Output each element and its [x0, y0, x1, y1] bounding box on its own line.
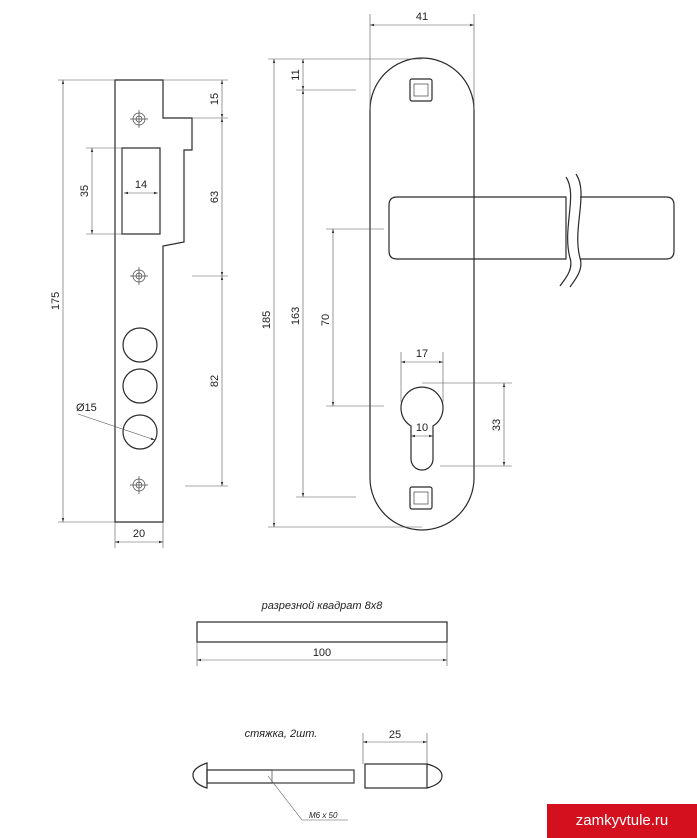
- screw-shaft: [206, 769, 355, 784]
- dim-strike-20: 20: [133, 528, 145, 540]
- bolt-hole-1: [122, 327, 158, 363]
- dim-handle-163: 163: [290, 307, 302, 325]
- square-hole-bottom: [409, 486, 433, 510]
- dim-handle-10: 10: [416, 422, 428, 434]
- screw-hole-middle: [130, 267, 148, 285]
- screw-hole-bottom: [130, 476, 148, 494]
- dim-strike-diameter: Ø15: [76, 402, 97, 414]
- dim-handle-70: 70: [320, 314, 332, 326]
- lever-handle: [388, 173, 675, 288]
- dim-handle-41: 41: [416, 11, 428, 23]
- dim-handle-33: 33: [491, 419, 503, 431]
- screw-head-right: [426, 763, 443, 789]
- spindle-label: разрезной квадрат 8х8: [261, 600, 384, 612]
- dim-strike-82: 82: [209, 375, 221, 387]
- strike-cutout: [121, 147, 161, 235]
- screw: стяжка, 2шт. 25 M6 x 50: [192, 728, 443, 821]
- dim-screw-25: 25: [389, 729, 401, 741]
- dim-strike-top: 15: [209, 93, 221, 105]
- strike-plate: 15 63 82 35 14 175 20 Ø15: [50, 79, 228, 548]
- dim-handle-17: 17: [416, 348, 428, 360]
- screw-head-left: [192, 762, 208, 789]
- screw-nut: [364, 763, 428, 789]
- strike-plate-outline: [114, 79, 193, 523]
- handle-plate: 41 11 185 163 70 17 10 33: [261, 11, 675, 531]
- dim-spindle-100: 100: [313, 647, 331, 659]
- screw-hole-top: [130, 110, 148, 128]
- bolt-hole-2: [122, 368, 158, 404]
- dim-strike-35: 35: [79, 185, 91, 197]
- dim-strike-63: 63: [209, 191, 221, 203]
- screw-label: стяжка, 2шт.: [245, 728, 318, 740]
- square-hole-top: [409, 78, 433, 102]
- spindle: разрезной квадрат 8х8 100: [196, 600, 448, 666]
- dim-handle-11: 11: [290, 69, 302, 80]
- dim-strike-14: 14: [135, 179, 147, 191]
- dim-handle-185: 185: [261, 311, 273, 329]
- dim-strike-175: 175: [50, 292, 62, 310]
- bolt-hole-3: [122, 414, 158, 450]
- handle-plate-outline: [369, 57, 475, 531]
- cylinder-cutout: [400, 386, 444, 471]
- screw-thread-label: M6 x 50: [309, 811, 338, 820]
- spindle-bar: [196, 621, 448, 643]
- site-watermark: zamkyvtule.ru: [547, 804, 697, 838]
